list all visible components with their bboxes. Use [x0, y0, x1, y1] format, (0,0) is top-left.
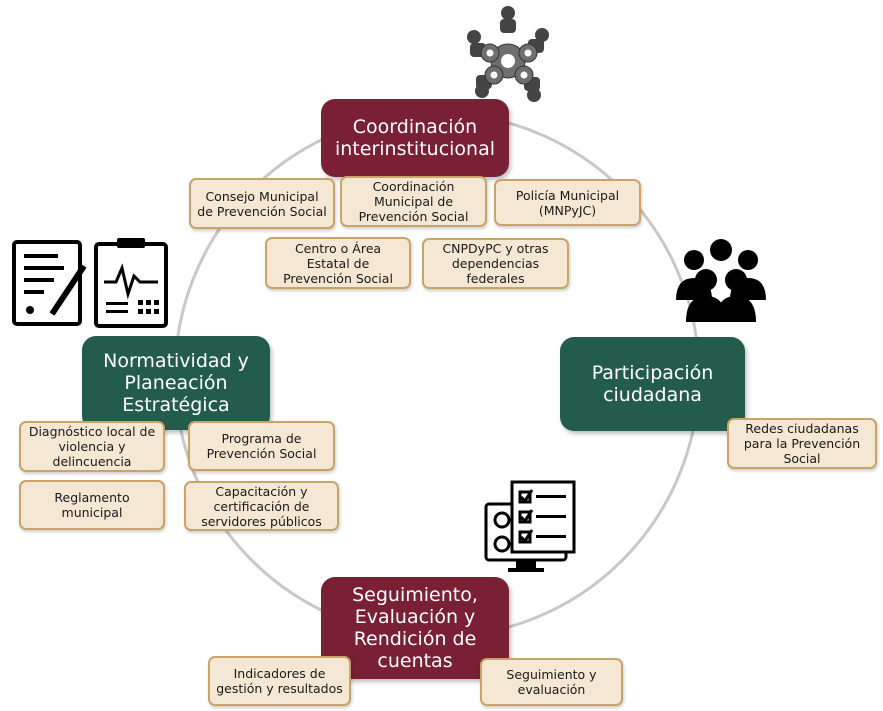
node-normatividad-label: Normatividad y Planeación Estratégica: [103, 350, 249, 416]
box-indicadores: Indicadores de gestión y resultados: [208, 656, 351, 706]
box-diagnostico-label: Diagnóstico local de violencia y delincu…: [28, 424, 156, 469]
documents-icon: [12, 238, 168, 328]
box-consejo-municipal: Consejo Municipal de Prevención Social: [189, 178, 335, 229]
box-diagnostico-local: Diagnóstico local de violencia y delincu…: [19, 421, 165, 472]
box-reglamento-label: Reglamento municipal: [54, 490, 130, 520]
node-seguimiento-label: Seguimiento, Evaluación y Rendición de c…: [352, 584, 478, 672]
box-seguimiento-evaluacion: Seguimiento y evaluación: [480, 658, 623, 706]
box-seguimiento-eval-label: Seguimiento y evaluación: [506, 667, 597, 697]
node-seguimiento-evaluacion: Seguimiento, Evaluación y Rendición de c…: [321, 577, 509, 679]
box-cnpdypc: CNPDyPC y otras dependencias federales: [422, 238, 569, 289]
box-indicadores-label: Indicadores de gestión y resultados: [216, 666, 343, 696]
box-capacitacion-label: Capacitación y certificación de servidor…: [201, 483, 322, 529]
survey-computer-icon: [484, 480, 576, 572]
box-programa-prevencion: Programa de Prevención Social: [188, 421, 335, 471]
node-coordinacion-interinstitucional: Coordinación interinstitucional: [321, 99, 509, 177]
gears-team-icon: [467, 6, 549, 102]
node-normatividad-planeacion: Normatividad y Planeación Estratégica: [82, 336, 270, 430]
box-centro-label: Centro o Área Estatal de Prevención Soci…: [283, 240, 393, 286]
box-policia-label: Policía Municipal (MNPyJC): [515, 187, 620, 218]
node-coordinacion-label: Coordinación interinstitucional: [334, 116, 496, 160]
box-coordinacion-municipal: Coordinación Municipal de Prevención Soc…: [340, 176, 487, 227]
box-policia-municipal: Policía Municipal (MNPyJC): [494, 179, 641, 226]
box-capacitacion: Capacitación y certificación de servidor…: [184, 481, 339, 531]
box-cnpdypc-label: CNPDyPC y otras dependencias federales: [442, 241, 549, 286]
box-redes-ciudadanas: Redes ciudadanas para la Prevención Soci…: [727, 418, 877, 469]
people-group-icon: [676, 239, 766, 322]
box-programa-label: Programa de Prevención Social: [206, 431, 317, 461]
box-redes-label: Redes ciudadanas para la Prevención Soci…: [743, 421, 861, 466]
box-coordinacion-municipal-label: Coordinación Municipal de Prevención Soc…: [358, 179, 469, 224]
node-participacion-label: Participación ciudadana: [591, 362, 714, 406]
box-centro-estatal: Centro o Área Estatal de Prevención Soci…: [265, 237, 411, 289]
box-consejo-label: Consejo Municipal de Prevención Social: [197, 188, 327, 219]
box-reglamento-municipal: Reglamento municipal: [19, 480, 165, 530]
node-participacion-ciudadana: Participación ciudadana: [560, 337, 745, 431]
